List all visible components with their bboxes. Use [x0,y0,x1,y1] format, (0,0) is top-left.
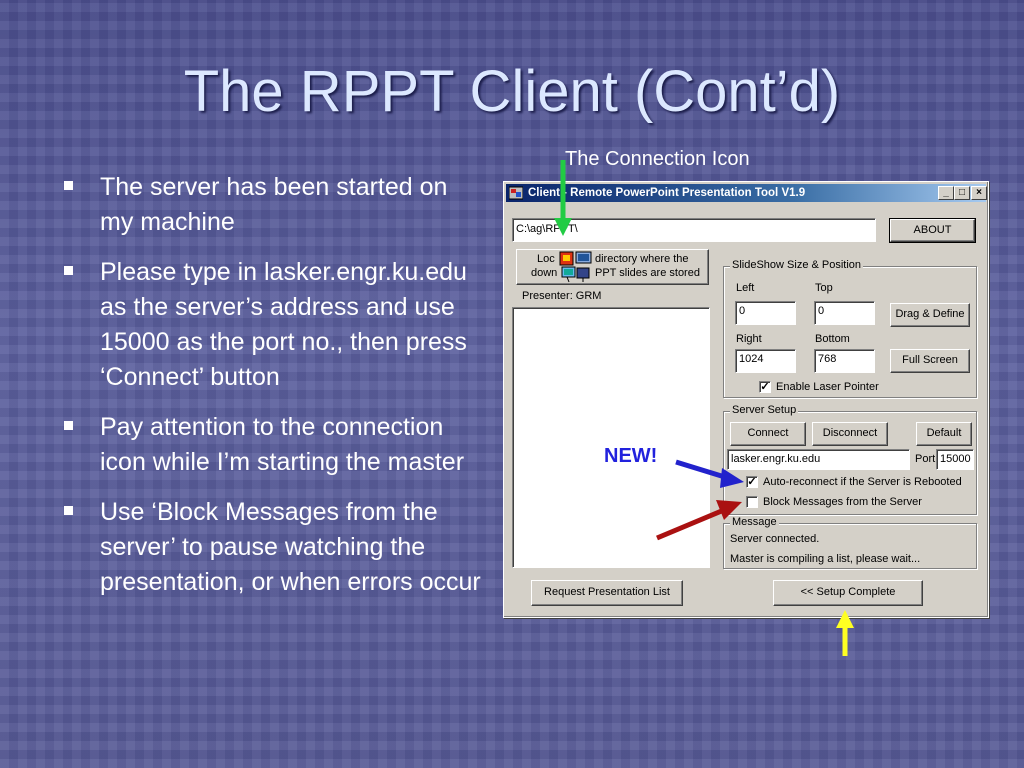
connection-status-icon [559,251,592,283]
minimize-icon: _ [943,187,949,198]
full-screen-button[interactable]: Full Screen [890,349,970,373]
drag-define-button[interactable]: Drag & Define [890,303,970,327]
bullet-item: The server has been started on my machin… [62,170,482,240]
green-arrow-icon [554,160,572,236]
yellow-arrow-icon [836,610,854,656]
close-button[interactable]: × [971,186,987,200]
right-label: Right [736,333,762,345]
locate-directory-button[interactable]: Loc directory where the down PPT slides … [516,249,709,285]
slideshow-legend: SlideShow Size & Position [730,259,864,271]
disconnect-button[interactable]: Disconnect [812,422,888,446]
bottom-label: Bottom [815,333,850,345]
checkmark-icon: ✓ [760,381,770,393]
server-setup-group: Server Setup Connect Disconnect Default … [723,404,977,515]
locate-line1-start: Loc [537,253,555,265]
presenter-label: Presenter: GRM [522,290,602,302]
default-button[interactable]: Default [916,422,972,446]
new-label: NEW! [604,445,658,467]
locate-line2-end: PPT slides are stored [595,267,700,279]
laser-pointer-checkbox[interactable]: ✓ [759,381,771,393]
bullet-list: The server has been started on my machin… [62,170,482,615]
bullet-item: Please type in lasker.engr.ku.edu as the… [62,255,482,395]
minimize-button[interactable]: _ [938,186,954,200]
bullet-item: Pay attention to the connection icon whi… [62,410,482,480]
maximize-icon: □ [958,187,966,198]
message-group: Message Server connected. Master is comp… [723,516,977,569]
close-icon: × [976,187,982,198]
left-input[interactable]: 0 [735,301,796,325]
slide-title: The RPPT Client (Cont’d) [183,59,841,124]
auto-reconnect-label: Auto-reconnect if the Server is Rebooted [763,476,962,488]
about-button[interactable]: ABOUT [889,218,976,243]
request-presentation-list-button[interactable]: Request Presentation List [531,580,683,606]
locate-line2-start: down [531,267,558,279]
checkmark-icon: ✓ [747,476,757,488]
message-legend: Message [730,516,779,528]
connect-button[interactable]: Connect [730,422,806,446]
locate-line1-end: directory where the [595,253,689,265]
bullet-text: Pay attention to the connection icon whi… [100,413,465,476]
server-setup-legend: Server Setup [730,404,799,416]
square-bullet-icon [64,421,73,430]
port-input[interactable]: 15000 [936,449,974,470]
top-input[interactable]: 0 [814,301,875,325]
slideshow-group: SlideShow Size & Position Left Top 0 0 D… [723,259,977,398]
square-bullet-icon [64,506,73,515]
presentation-list[interactable] [512,307,710,568]
right-input[interactable]: 1024 [735,349,796,373]
laser-pointer-label: Enable Laser Pointer [776,381,879,393]
square-bullet-icon [64,181,73,190]
left-label: Left [736,282,755,294]
message-line-2: Master is compiling a list, please wait.… [730,553,921,565]
port-label: Port [915,453,936,465]
square-bullet-icon [64,266,73,275]
bullet-text: The server has been started on my machin… [100,173,448,236]
bullet-text: Please type in lasker.engr.ku.edu as the… [100,258,467,391]
bottom-input[interactable]: 768 [814,349,875,373]
block-messages-label: Block Messages from the Server [763,496,922,508]
block-messages-checkbox[interactable] [746,496,758,508]
top-label: Top [815,282,833,294]
bullet-item: Use ‘Block Messages from the server’ to … [62,495,482,600]
red-arrow-icon [656,500,742,541]
connection-icon-caption: The Connection Icon [565,148,750,170]
setup-complete-button[interactable]: << Setup Complete [773,580,923,606]
window-title: Client - Remote PowerPoint Presentation … [528,187,806,199]
message-line-1: Server connected. [730,533,820,545]
app-icon [509,186,523,200]
maximize-button[interactable]: □ [954,186,970,200]
blue-arrow-icon [675,459,744,488]
auto-reconnect-checkbox[interactable]: ✓ [746,476,758,488]
bullet-text: Use ‘Block Messages from the server’ to … [100,498,481,596]
rppt-client-window: Client - Remote PowerPoint Presentation … [503,181,989,618]
server-address-input[interactable]: lasker.engr.ku.edu [727,449,910,470]
window-titlebar[interactable]: Client - Remote PowerPoint Presentation … [506,184,987,202]
